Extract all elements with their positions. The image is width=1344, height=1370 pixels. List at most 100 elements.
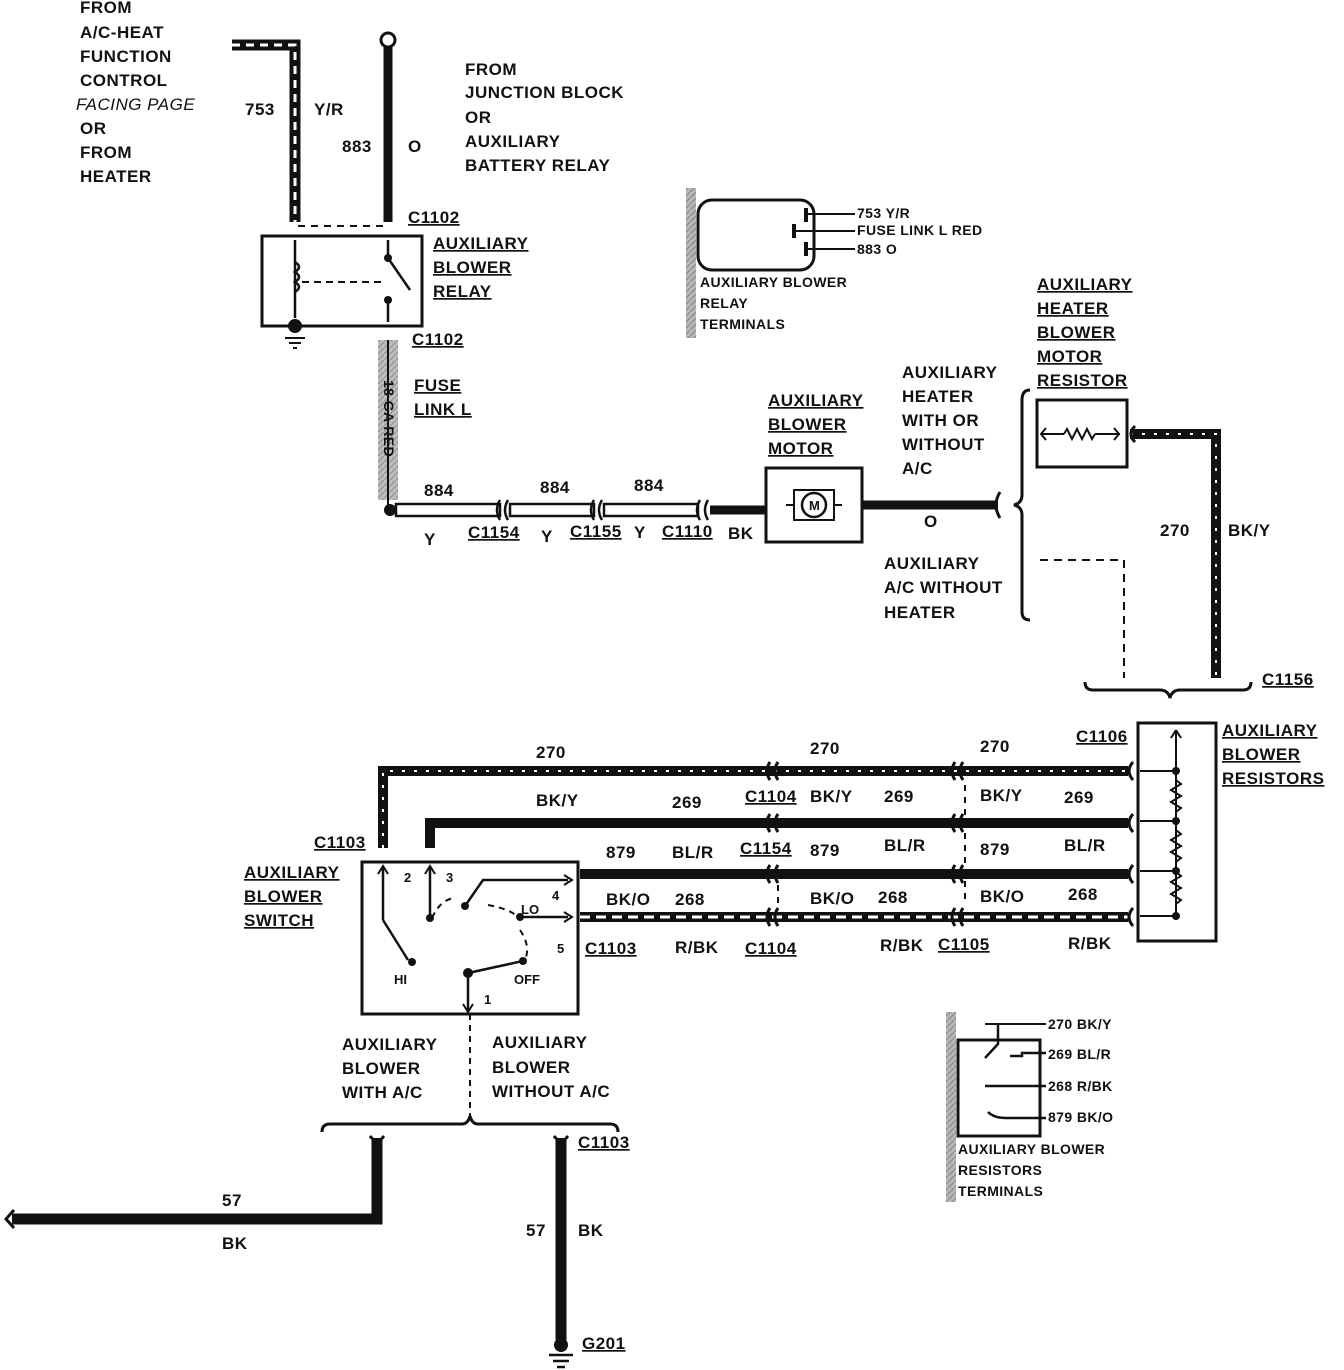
svg-text:AUXILIARY: AUXILIARY	[342, 1035, 438, 1054]
wire-motor-out: O	[862, 491, 1002, 531]
svg-text:879 BK/O: 879 BK/O	[1048, 1109, 1113, 1125]
svg-text:RESISTORS: RESISTORS	[958, 1162, 1042, 1178]
auxiliary-heater-blower-motor-resistor: AUXILIARY HEATER BLOWER MOTOR RESISTOR	[1035, 275, 1133, 469]
svg-text:BK/O: BK/O	[810, 889, 855, 908]
source-from-ac-heat: FROM A/C-HEAT FUNCTION CONTROL FACING PA…	[76, 0, 195, 186]
svg-text:268 R/BK: 268 R/BK	[1048, 1078, 1113, 1094]
auxiliary-blower-resistors: AUXILIARY BLOWER RESISTORS	[1136, 721, 1324, 943]
svg-text:M: M	[809, 498, 820, 513]
svg-text:268: 268	[675, 890, 705, 909]
svg-text:FROM: FROM	[465, 60, 517, 79]
svg-text:884: 884	[424, 481, 454, 500]
connector-c1106: C1106	[1076, 727, 1128, 746]
svg-text:AUXILIARY: AUXILIARY	[433, 234, 529, 253]
svg-text:MOTOR: MOTOR	[768, 439, 833, 458]
svg-text:269: 269	[672, 793, 702, 812]
svg-text:879: 879	[810, 841, 840, 860]
svg-text:884: 884	[634, 476, 664, 495]
connector-c1156: C1156	[1262, 670, 1314, 689]
svg-text:JUNCTION BLOCK: JUNCTION BLOCK	[465, 83, 624, 102]
svg-text:FUNCTION: FUNCTION	[80, 47, 172, 66]
svg-text:270 BK/Y: 270 BK/Y	[1048, 1016, 1112, 1032]
svg-text:RELAY: RELAY	[433, 282, 492, 301]
svg-text:AUXILIARY: AUXILIARY	[768, 391, 864, 410]
svg-text:HEATER: HEATER	[884, 603, 956, 622]
svg-text:AUXILIARY: AUXILIARY	[1222, 721, 1318, 740]
svg-text:HEATER: HEATER	[80, 167, 152, 186]
wire-57-g201: 57 BK C1103 G201	[526, 1133, 629, 1369]
svg-text:OFF: OFF	[514, 972, 540, 987]
svg-text:Y: Y	[424, 530, 436, 549]
svg-text:FUSE: FUSE	[414, 376, 461, 395]
svg-text:WITHOUT A/C: WITHOUT A/C	[492, 1082, 610, 1101]
auxiliary-blower-relay: AUXILIARY BLOWER RELAY	[260, 234, 529, 349]
svg-text:AUXILIARY: AUXILIARY	[902, 363, 998, 382]
svg-text:3: 3	[446, 870, 453, 885]
svg-text:A/C-HEAT: A/C-HEAT	[80, 23, 164, 42]
svg-text:WITH A/C: WITH A/C	[342, 1083, 423, 1102]
svg-text:HEATER: HEATER	[1037, 299, 1109, 318]
variant-blower-with-ac: AUXILIARY BLOWER WITH A/C	[342, 1035, 438, 1102]
harness-wire-269: BK/Y 269 BK/Y 269 BK/Y 269	[425, 786, 1128, 848]
harness-connectors: C1104 C1154 C1103 C1104 C1105	[585, 761, 1135, 958]
wire-270-heater: 270 BK/Y	[1129, 424, 1271, 678]
svg-text:AUXILIARY: AUXILIARY	[465, 132, 561, 151]
svg-text:HEATER: HEATER	[902, 387, 974, 406]
wire-884: 884 884 884 Y C1154 Y C1155 Y C1110 BK	[384, 476, 766, 549]
fuse-link-l: 18 GA RED FUSE LINK L	[378, 340, 471, 505]
svg-text:Y: Y	[634, 523, 646, 542]
svg-text:LO: LO	[521, 902, 539, 917]
svg-text:269: 269	[884, 787, 914, 806]
svg-text:Y: Y	[541, 527, 553, 546]
svg-text:270: 270	[810, 739, 840, 758]
svg-text:O: O	[408, 137, 422, 156]
svg-text:Y/R: Y/R	[314, 100, 344, 119]
svg-text:BK: BK	[578, 1221, 604, 1240]
svg-text:883 O: 883 O	[857, 241, 897, 257]
svg-text:C1103: C1103	[585, 939, 637, 958]
svg-text:268: 268	[1068, 885, 1098, 904]
svg-text:RESISTORS: RESISTORS	[1222, 769, 1324, 788]
svg-text:BK/Y: BK/Y	[1228, 521, 1271, 540]
svg-text:R/BK: R/BK	[675, 938, 719, 957]
svg-text:BLOWER: BLOWER	[342, 1059, 421, 1078]
svg-text:FACING PAGE: FACING PAGE	[76, 95, 195, 114]
svg-text:57: 57	[526, 1221, 546, 1240]
svg-text:270: 270	[536, 743, 566, 762]
svg-text:BL/R: BL/R	[884, 836, 926, 855]
svg-text:BK: BK	[222, 1234, 248, 1253]
source-junction-block: FROM JUNCTION BLOCK OR AUXILIARY BATTERY…	[465, 60, 624, 175]
svg-text:883: 883	[342, 137, 372, 156]
svg-text:C1155: C1155	[570, 522, 622, 541]
svg-text:269: 269	[1064, 788, 1094, 807]
svg-text:BLOWER: BLOWER	[492, 1058, 571, 1077]
svg-text:2: 2	[404, 870, 411, 885]
ground-g201: G201	[582, 1334, 626, 1353]
svg-text:AUXILIARY BLOWER: AUXILIARY BLOWER	[958, 1141, 1105, 1157]
svg-text:A/C: A/C	[902, 459, 933, 478]
svg-text:OR: OR	[465, 108, 492, 127]
svg-text:C1110: C1110	[662, 522, 713, 541]
svg-text:SWITCH: SWITCH	[244, 911, 314, 930]
svg-text:4: 4	[552, 888, 560, 903]
svg-text:HI: HI	[394, 972, 407, 987]
svg-text:879: 879	[980, 840, 1010, 859]
svg-text:C1154: C1154	[468, 523, 520, 542]
relay-terminals-inset: 753 Y/R FUSE LINK L RED 883 O AUXILIARY …	[686, 188, 982, 338]
resistors-terminals-inset: 270 BK/Y 269 BL/R 268 R/BK 879 BK/O AUXI…	[946, 1012, 1113, 1202]
svg-text:TERMINALS: TERMINALS	[958, 1183, 1043, 1199]
variant-blower-without-ac: AUXILIARY BLOWER WITHOUT A/C	[492, 1033, 610, 1101]
svg-text:BATTERY RELAY: BATTERY RELAY	[465, 156, 611, 175]
c1156-brace	[1083, 681, 1253, 699]
wire-753: 753 Y/R	[232, 39, 344, 222]
harness-wire-268: 268 268 268 R/BK R/BK R/BK	[580, 885, 1128, 957]
svg-text:BK: BK	[728, 524, 754, 543]
svg-text:AUXILIARY: AUXILIARY	[1037, 275, 1133, 294]
svg-text:FROM: FROM	[80, 143, 132, 162]
svg-text:5: 5	[557, 941, 564, 956]
svg-text:269 BL/R: 269 BL/R	[1048, 1046, 1111, 1062]
svg-text:BLOWER: BLOWER	[433, 258, 512, 277]
svg-text:AUXILIARY: AUXILIARY	[244, 863, 340, 882]
variant-brace	[1013, 388, 1031, 622]
svg-text:FROM: FROM	[80, 0, 132, 17]
